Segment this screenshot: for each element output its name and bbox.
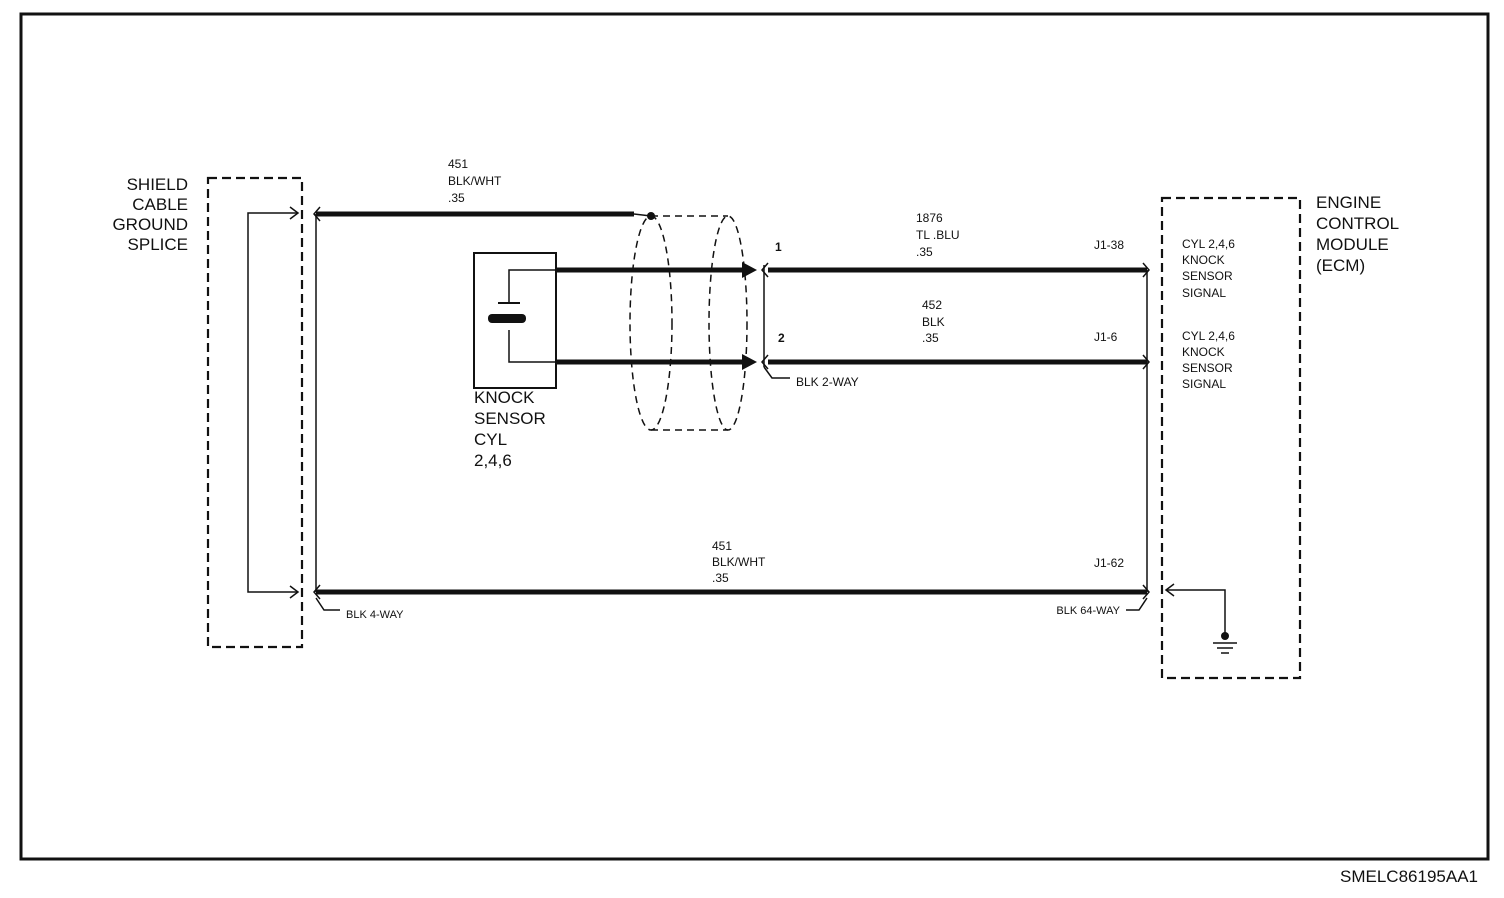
ecm-input-2-line-4: SIGNAL xyxy=(1182,377,1226,391)
pin-1-label: 1 xyxy=(775,240,782,254)
diagram-frame xyxy=(19,12,1490,861)
ground-node xyxy=(1221,632,1229,640)
wire-signal-2-label-3: .35 xyxy=(922,331,939,345)
ecm: ENGINE CONTROL MODULE (ECM) CYL 2,4,6 KN… xyxy=(1160,193,1399,680)
shield-ellipse-right xyxy=(708,215,748,431)
wire-shield-top-label-1: 451 xyxy=(448,157,468,171)
ecm-label-1: ENGINE xyxy=(1316,193,1381,212)
ecm-connector-mark-2 xyxy=(1142,354,1150,370)
splice-connector-label: BLK 4-WAY xyxy=(346,609,404,621)
splice-arrow-top xyxy=(289,206,300,220)
sensor-connector-mark-1 xyxy=(761,262,769,278)
shield-splice: SHIELD CABLE GROUND SPLICE xyxy=(112,175,304,649)
ecm-label-3: MODULE xyxy=(1316,235,1389,254)
wire-shield-top-label-2: BLK/WHT xyxy=(448,174,502,188)
wire-signal-1-label-1: 1876 xyxy=(916,211,943,225)
shield-splice-label-4: SPLICE xyxy=(128,235,188,254)
ecm-pin-j1-38: J1-38 xyxy=(1094,238,1124,252)
splice-arrow-bottom xyxy=(289,585,300,599)
ground-icon xyxy=(1213,642,1237,654)
shield-splice-label-3: GROUND xyxy=(112,215,188,234)
ecm-input-2-line-3: SENSOR xyxy=(1182,361,1233,375)
wire-ground-label-1: 451 xyxy=(712,539,732,553)
ecm-label-2: CONTROL xyxy=(1316,214,1399,233)
ground-arrow xyxy=(1164,583,1175,597)
shield-splice-label-1: SHIELD xyxy=(127,175,188,194)
wire-ground-label-2: BLK/WHT xyxy=(712,555,766,569)
wire-sensor-1-arrow xyxy=(742,262,757,278)
ecm-input-1-line-1: CYL 2,4,6 xyxy=(1182,237,1235,251)
knock-sensor-label-3: CYL xyxy=(474,430,507,449)
shield-splice-box xyxy=(206,176,304,649)
ecm-connector-mark-1 xyxy=(1142,262,1150,278)
knock-sensor-label-2: SENSOR xyxy=(474,409,546,428)
ecm-pin-j1-6: J1-6 xyxy=(1094,330,1118,344)
splice-connector-mark-bottom xyxy=(313,584,321,600)
knock-sensor-label-1: KNOCK xyxy=(474,388,535,407)
ecm-label-4: (ECM) xyxy=(1316,256,1365,275)
sensor-connector-mark-2 xyxy=(761,354,769,370)
sensor-connector-leader xyxy=(763,366,790,379)
ecm-input-2-line-2: KNOCK xyxy=(1182,345,1225,359)
capacitor-icon xyxy=(488,302,526,323)
ecm-input-1-line-3: SENSOR xyxy=(1182,269,1233,283)
splice-connector-mark-top xyxy=(313,206,321,222)
sensor-lead-bottom xyxy=(508,330,556,363)
wire-signal-1-label-3: .35 xyxy=(916,245,933,259)
ecm-input-2-line-1: CYL 2,4,6 xyxy=(1182,329,1235,343)
shield-splice-bracket xyxy=(247,212,298,593)
diagram-code: SMELC86195AA1 xyxy=(1340,867,1478,886)
splice-connector-leader xyxy=(315,597,340,611)
knock-sensor: KNOCK SENSOR CYL 2,4,6 xyxy=(473,252,557,470)
knock-sensor-label-4: 2,4,6 xyxy=(474,451,512,470)
pin-2-label: 2 xyxy=(778,331,785,345)
ecm-input-1-line-4: SIGNAL xyxy=(1182,286,1226,300)
ground-lead xyxy=(1166,589,1226,636)
wire-shield-drain-link xyxy=(633,213,652,217)
ecm-input-1-line-2: KNOCK xyxy=(1182,253,1225,267)
ecm-pin-j1-62: J1-62 xyxy=(1094,556,1124,570)
ecm-connector-mark-3 xyxy=(1142,584,1150,600)
ecm-connector-label: BLK 64-WAY xyxy=(1056,605,1120,617)
shield-ellipse-left xyxy=(629,215,673,431)
wire-ground-label-3: .35 xyxy=(712,571,729,585)
ecm-box xyxy=(1160,196,1302,680)
shield-cable xyxy=(629,215,748,431)
shield-splice-label-2: CABLE xyxy=(132,195,188,214)
wire-signal-2-label-2: BLK xyxy=(922,315,945,329)
ecm-connector-leader xyxy=(1126,597,1148,611)
wire-sensor-2-arrow xyxy=(742,354,757,370)
wire-signal-1-label-2: TL .BLU xyxy=(916,228,960,242)
wire-shield-top-label-3: .35 xyxy=(448,191,465,205)
sensor-connector-label: BLK 2-WAY xyxy=(796,375,859,389)
wire-signal-2-label-1: 452 xyxy=(922,298,942,312)
sensor-lead-top xyxy=(508,269,556,303)
